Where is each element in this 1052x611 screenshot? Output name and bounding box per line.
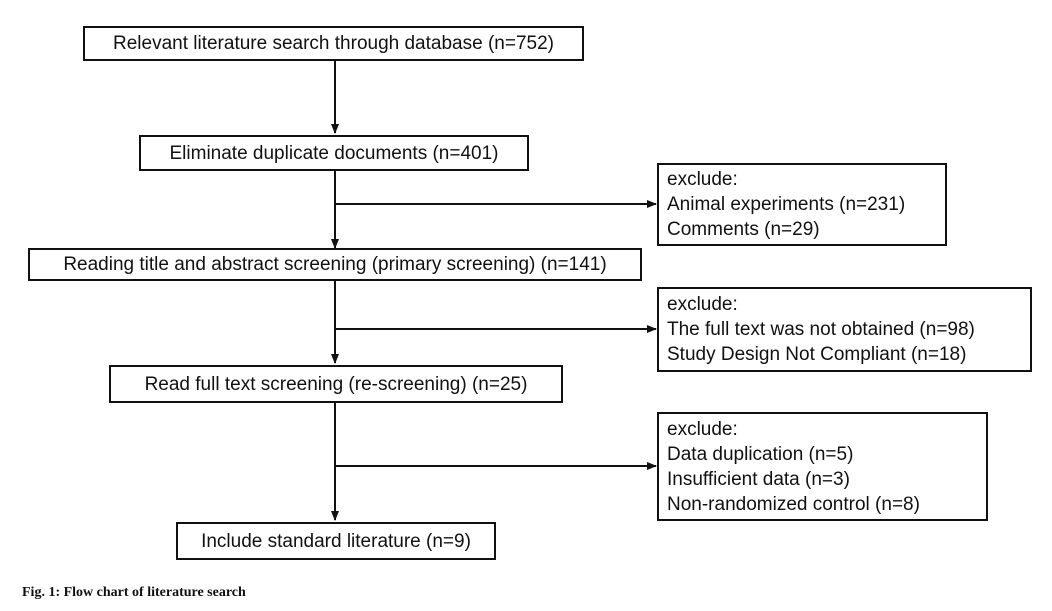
exclusion-item: Animal experiments (n=231) <box>667 194 906 215</box>
exclusion-item: Insufficient data (n=3) <box>667 468 850 490</box>
step-text-primary-screening: Reading title and abstract screening (pr… <box>63 254 607 275</box>
exclusion-heading: exclude: <box>667 294 738 315</box>
step-box-included: Include standard literature (n=9) <box>176 522 496 560</box>
exclusion-box-3: exclude: Data duplication (n=5) Insuffic… <box>657 412 988 521</box>
step-text-re-screening: Read full text screening (re-screening) … <box>144 373 528 395</box>
exclusion-item: Comments (n=29) <box>667 219 820 240</box>
exclusion-item: The full text was not obtained (n=98) <box>667 319 975 340</box>
figure-caption: Fig. 1: Flow chart of literature search <box>22 585 246 600</box>
step-box-re-screening: Read full text screening (re-screening) … <box>109 365 563 403</box>
step-box-search: Relevant literature search through datab… <box>83 26 584 61</box>
exclusion-heading: exclude: <box>667 418 738 440</box>
exclusion-item: Data duplication (n=5) <box>667 443 854 465</box>
step-text-included: Include standard literature (n=9) <box>201 530 471 552</box>
step-text-search: Relevant literature search through datab… <box>113 33 554 54</box>
step-box-primary-screening: Reading title and abstract screening (pr… <box>28 248 642 281</box>
exclusion-item: Study Design Not Compliant (n=18) <box>667 344 967 365</box>
exclusion-box-2: exclude: The full text was not obtained … <box>657 287 1032 372</box>
step-text-deduplicate: Eliminate duplicate documents (n=401) <box>169 142 499 164</box>
exclusion-item: Non-randomized control (n=8) <box>667 493 920 515</box>
exclusion-box-1: exclude: Animal experiments (n=231) Comm… <box>657 163 947 246</box>
step-box-deduplicate: Eliminate duplicate documents (n=401) <box>139 135 529 171</box>
exclusion-heading: exclude: <box>667 169 738 190</box>
